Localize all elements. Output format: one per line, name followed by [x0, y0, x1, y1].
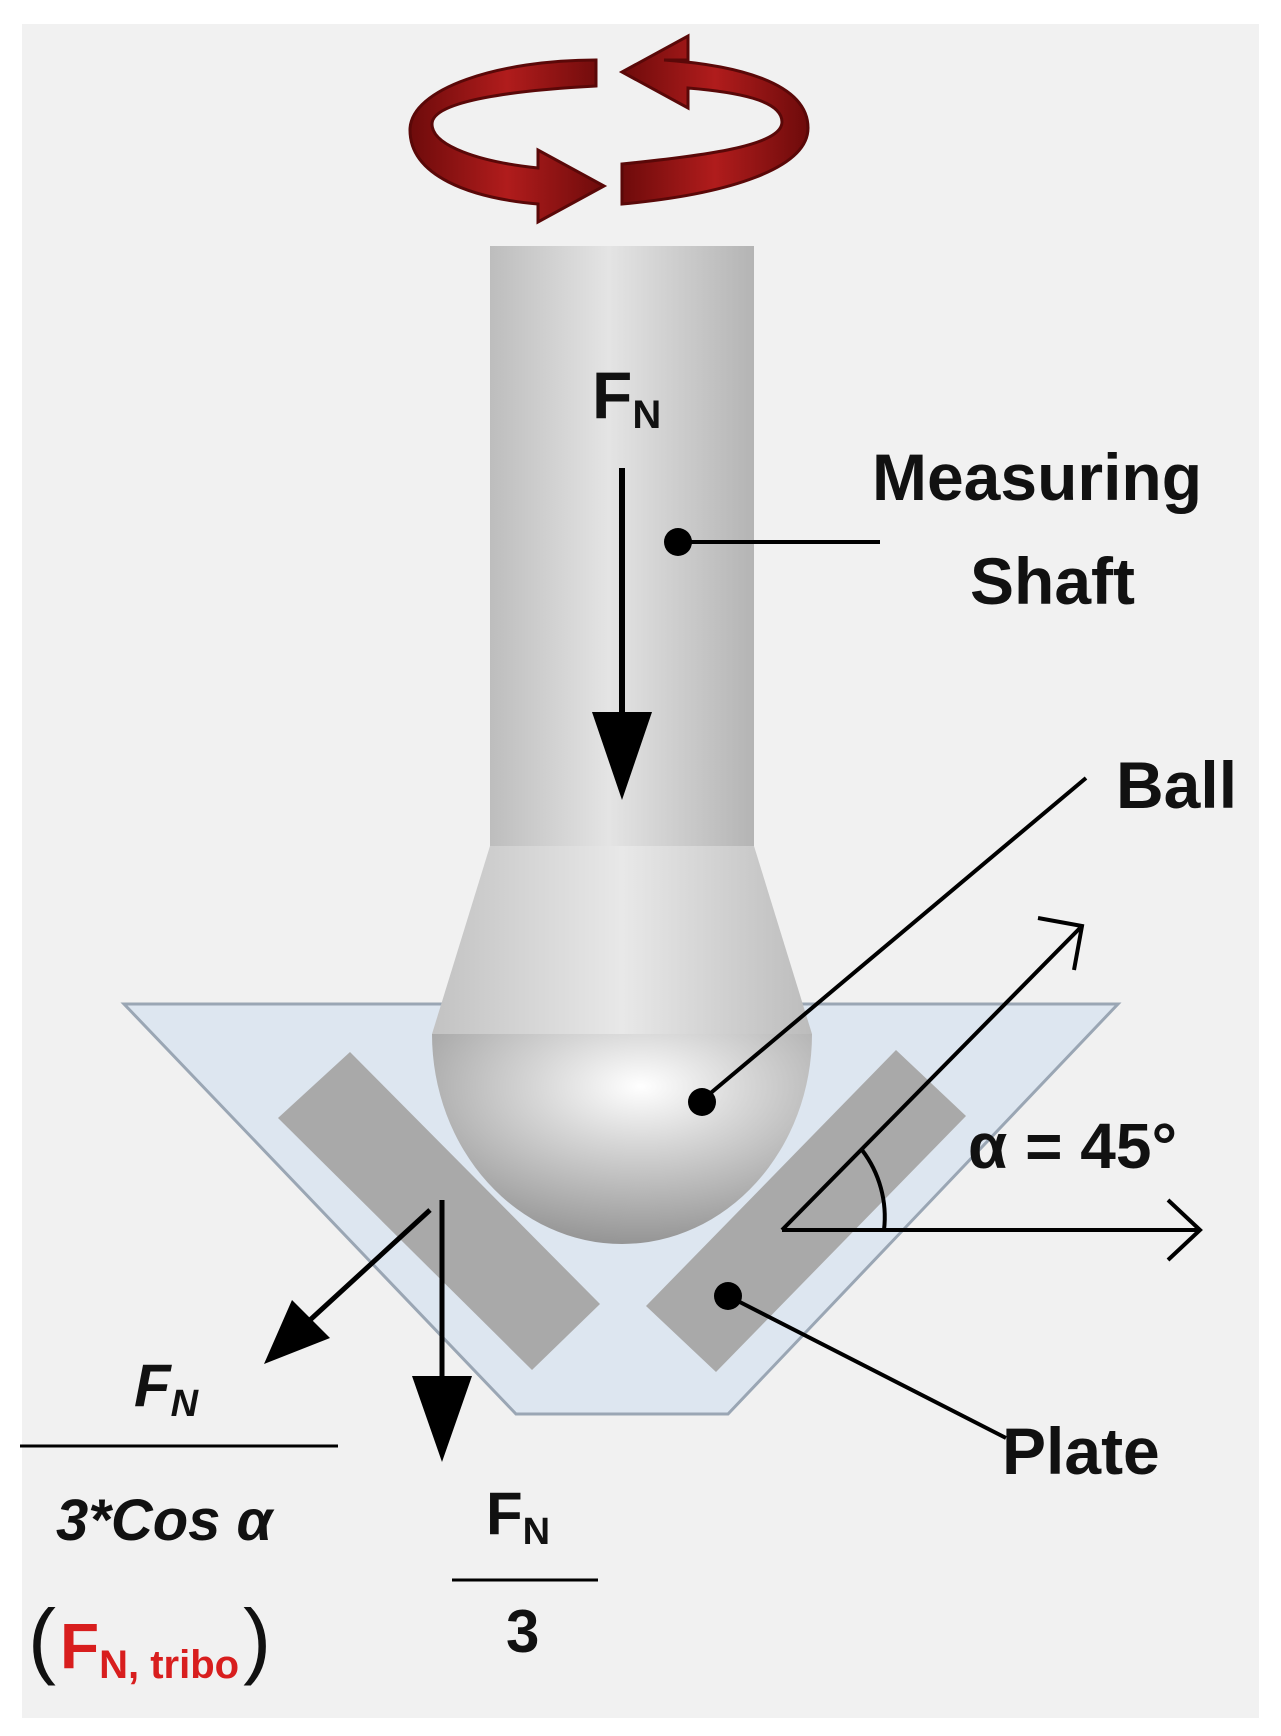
vertical-force-arrow	[412, 1200, 472, 1462]
tilted-force-numerator: FN	[134, 1352, 200, 1425]
plate-label: Plate	[1002, 1414, 1160, 1488]
measuring-shaft-label-line1: Measuring	[872, 440, 1202, 514]
measuring-shaft-label-line2: Shaft	[970, 544, 1135, 618]
angle-construction	[780, 916, 1203, 1262]
shaft-leader-dot	[664, 528, 692, 556]
ball-leader-dot	[688, 1088, 716, 1116]
leader-lines	[680, 540, 1088, 1440]
tribo-force-label: (FN, tribo)	[28, 1592, 271, 1687]
tilted-force-denominator: 3*Cos α	[56, 1488, 275, 1553]
vertical-force-denominator: 3	[506, 1598, 539, 1665]
vertical-force-numerator: FN	[486, 1480, 550, 1553]
rotation-arrows-icon	[408, 33, 810, 225]
main-force-arrow	[592, 468, 652, 800]
shaft-neck	[432, 846, 812, 1034]
plate-leader-dot	[714, 1282, 742, 1310]
force-main-label: FN	[592, 358, 661, 437]
plate-left	[278, 1052, 600, 1370]
angle-label: α = 45°	[968, 1110, 1177, 1182]
ball-label: Ball	[1116, 748, 1237, 822]
tilted-force-arrow	[264, 1208, 432, 1364]
